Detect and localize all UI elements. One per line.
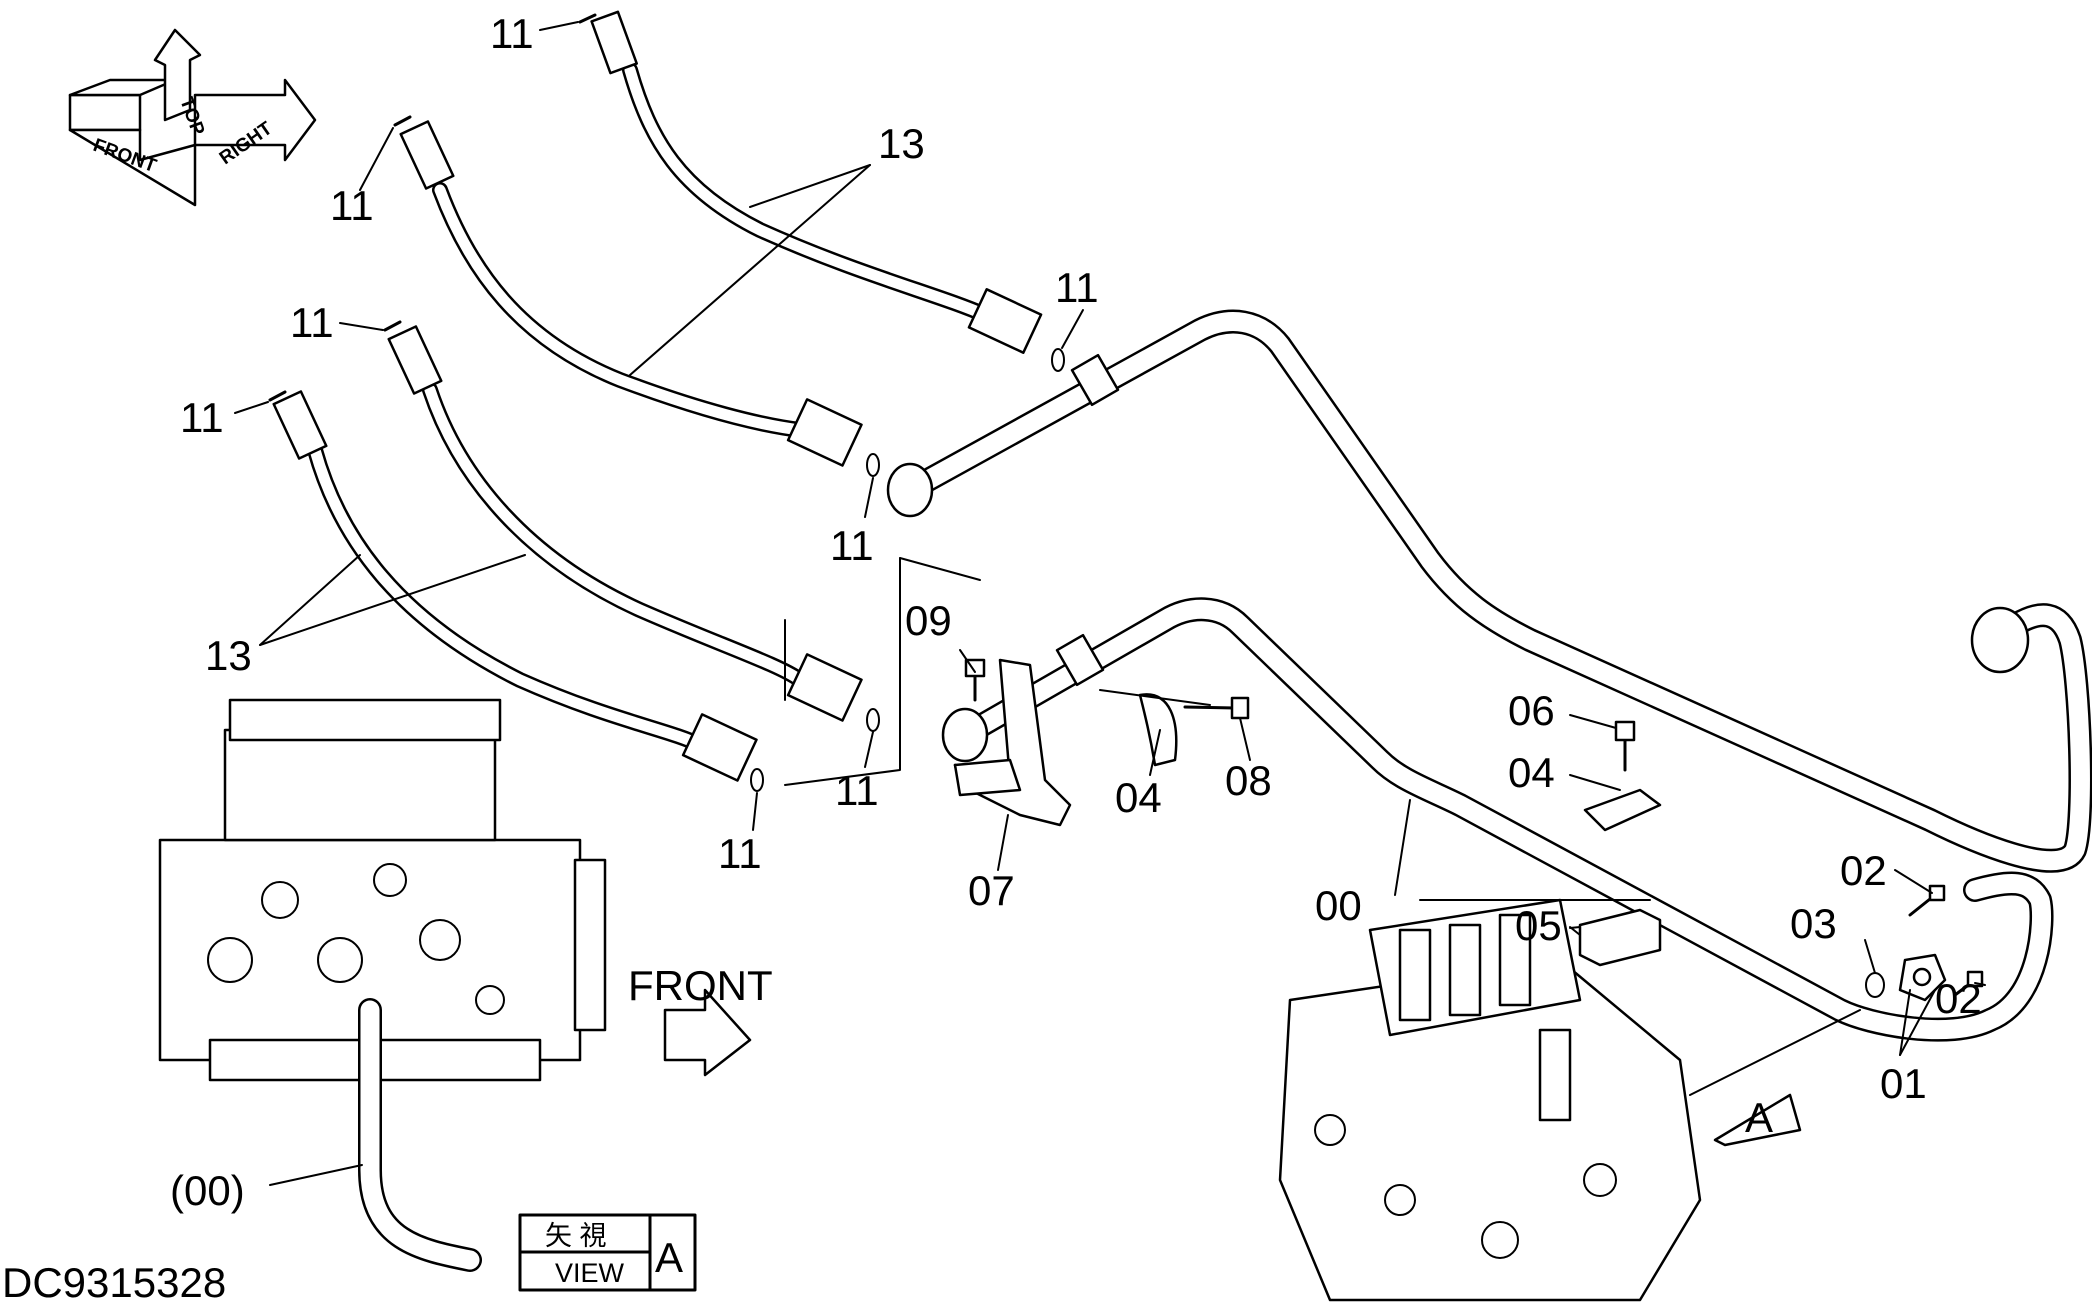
control-valve-isometric [1278,898,1702,1302]
callout-11: 11 [835,767,879,814]
callout-11: 11 [490,10,534,57]
view-box-letter: A [655,1234,683,1281]
o-ring-03 [1865,972,1885,998]
callout-00: 00 [1315,882,1362,929]
view-box-kanji: 矢 視 [545,1221,607,1251]
bolt-02-lower [1953,970,1984,997]
view-box-view: VIEW [555,1258,625,1288]
callout-11: 11 [180,394,224,441]
callout-02: 02 [1840,847,1887,894]
callout-13: 13 [205,632,252,679]
callout-05: 05 [1515,902,1562,949]
callout-labels: 11 11 11 11 11 11 11 11 13 13 09 07 04 0… [170,10,1982,1214]
block-05 [1578,908,1662,967]
bolt-09 [964,658,986,702]
callout-11: 11 [1055,264,1099,311]
callout-01: 01 [1880,1060,1927,1107]
drawing-code: DC9315328 [2,1259,226,1306]
flange-01 [1898,953,1947,1002]
callout-11: 11 [718,830,762,877]
callout-09: 09 [905,597,952,644]
front-direction-arrow: FRONT [628,962,773,1077]
bracket-07 [953,658,1072,827]
bolt-08 [1183,696,1250,720]
clamp-04-lower [1583,788,1662,832]
view-box: 矢 視 VIEW A [518,1213,697,1292]
control-valve-view-a [158,698,607,1272]
front-arrow-label: FRONT [628,962,773,1009]
view-a-marker: A [1689,1009,1861,1147]
hose-assemblies [272,10,1043,782]
callout-13: 13 [878,120,925,167]
view-marker-letter: A [1745,1094,1773,1141]
callout-04: 04 [1115,774,1162,821]
callout-08: 08 [1225,757,1272,804]
bolt-06 [1614,720,1636,772]
clamp-04-upper [1138,693,1178,767]
callout-06: 06 [1508,687,1555,734]
callout-03: 03 [1790,900,1837,947]
leader-lines [234,21,1986,1186]
callout-04: 04 [1508,749,1555,796]
callout-11: 11 [330,182,374,229]
callout-11: 11 [290,299,334,346]
callout-00-paren: (00) [170,1167,245,1214]
orientation-arrow: FRONT TOP RIGHT [68,28,317,207]
bolt-02-upper [1908,884,1946,917]
callout-11: 11 [830,522,874,569]
upper-pipe [886,309,2092,873]
callout-02: 02 [1935,975,1982,1022]
callout-07: 07 [968,867,1015,914]
